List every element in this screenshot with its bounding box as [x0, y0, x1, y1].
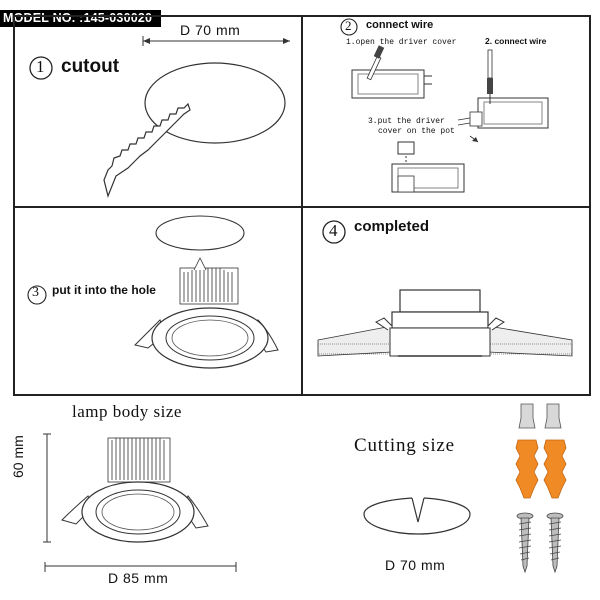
step-title-connect-wire: connect wire — [366, 19, 434, 31]
substep-connect-wire: 2. connect wire — [485, 36, 547, 46]
step-number-3: 3 — [32, 285, 39, 300]
step-title-put-into-hole: put it into the hole — [52, 283, 156, 297]
substep-put-cover-line1: 3.put the driver — [368, 117, 445, 126]
lamp-width-dimension: D 85 mm — [108, 570, 169, 586]
step-number-circle-2 — [340, 18, 358, 36]
cutout-dimension-label: D 70 mm — [180, 22, 241, 38]
step-title-cutout: cutout — [61, 56, 120, 77]
substep-open-driver-cover: 1.open the driver cover — [346, 38, 457, 47]
step-title-completed: completed — [354, 218, 430, 235]
step-number-circle-1 — [29, 56, 53, 80]
lamp-body-size-title: lamp body size — [72, 402, 182, 421]
model-number-label: MODEL NO. :145-030020 — [0, 10, 161, 27]
step-number-circle-3 — [27, 285, 47, 305]
step-number-1: 1 — [36, 57, 45, 76]
substep-put-cover-line2: cover on the pot — [378, 127, 455, 136]
step-number-circle-4 — [322, 220, 346, 244]
cutting-size-dimension: D 70 mm — [385, 557, 446, 573]
cutting-size-title: Cutting size — [354, 435, 455, 456]
bottom-section-divider — [13, 394, 591, 396]
step-number-4: 4 — [329, 221, 338, 240]
step-number-2: 2 — [345, 18, 352, 33]
